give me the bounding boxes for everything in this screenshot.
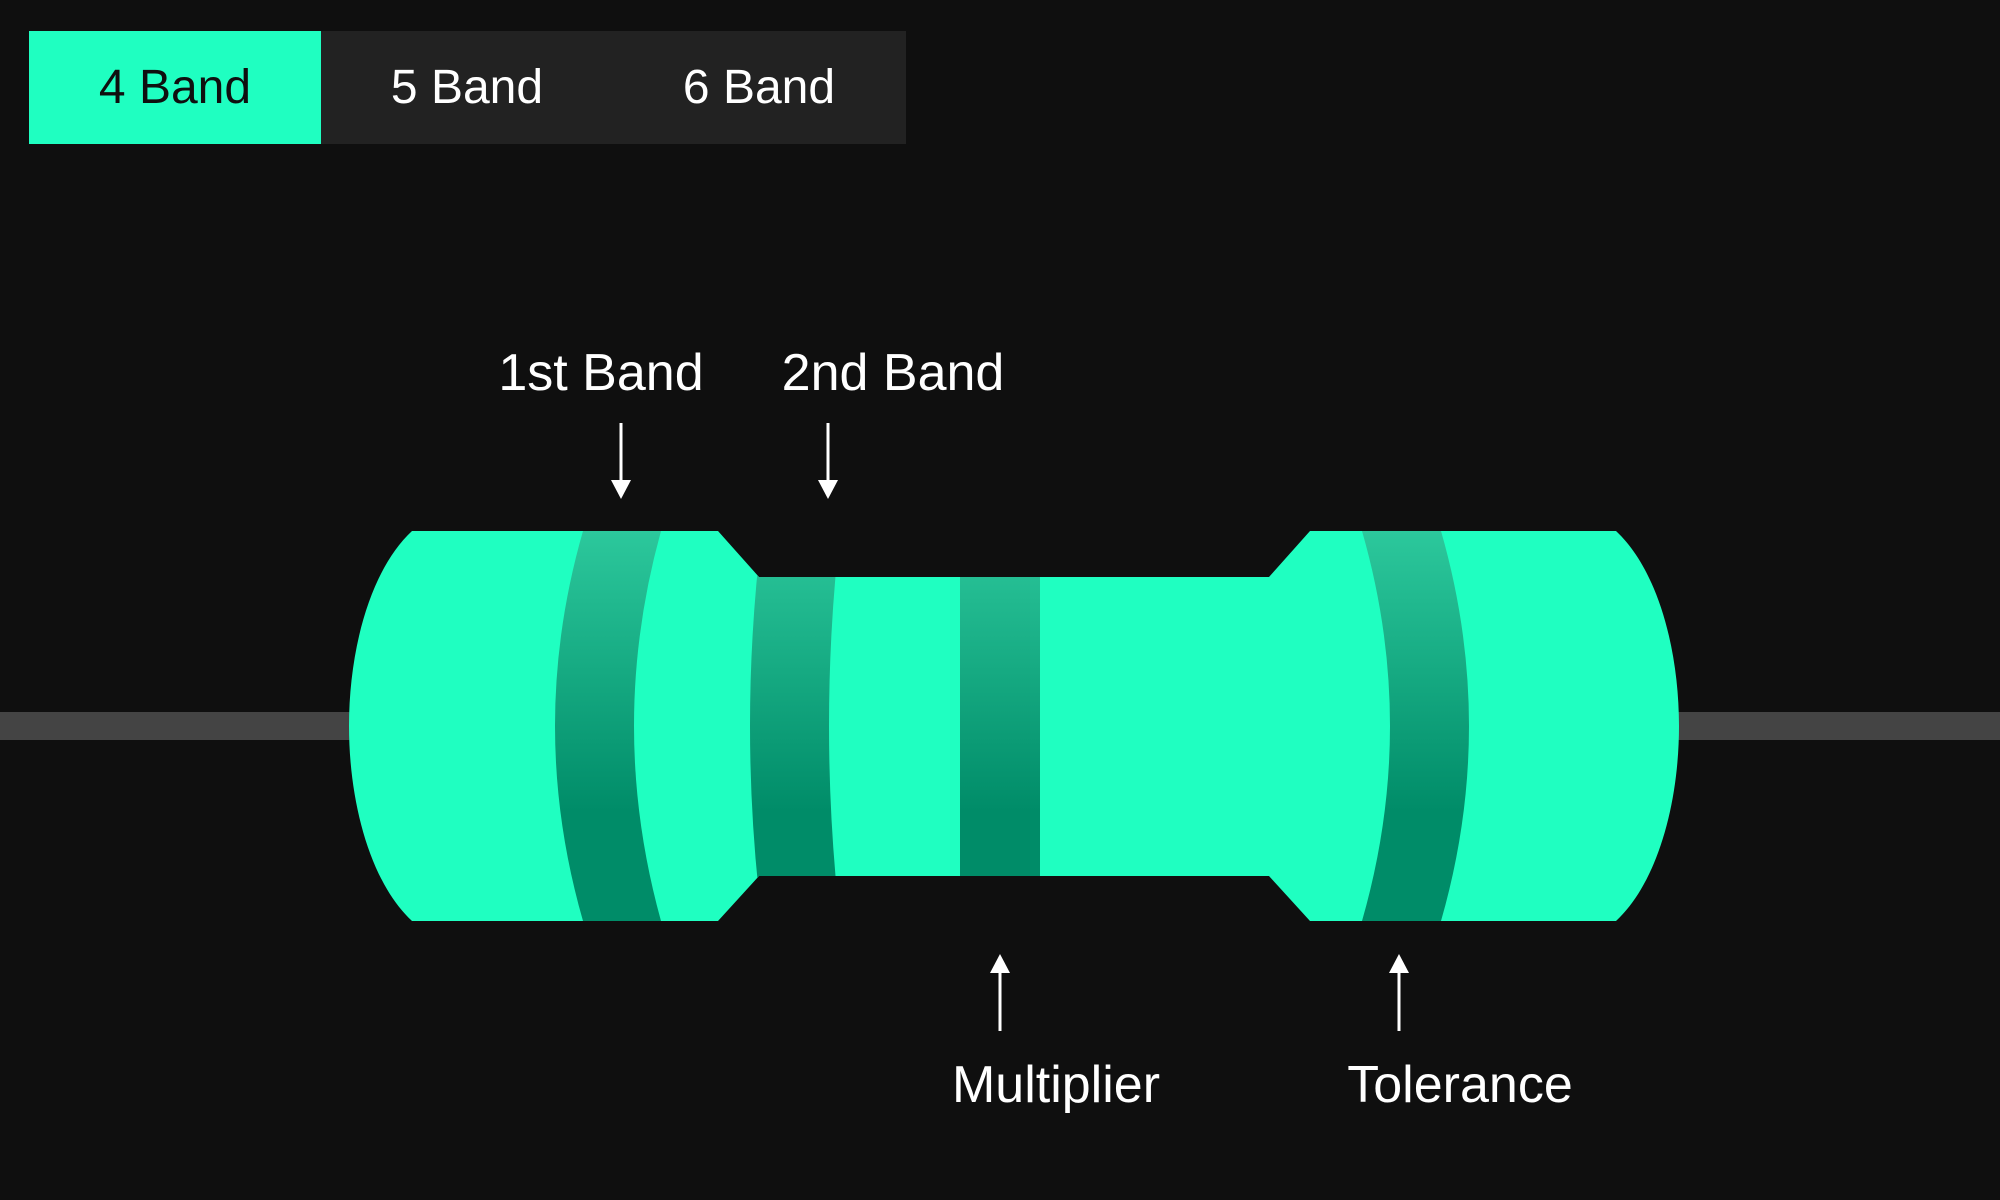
- band-1[interactable]: [555, 531, 661, 921]
- lead-wire-right: [1670, 712, 2000, 740]
- band-tolerance[interactable]: [1362, 531, 1469, 921]
- arrow-up-icon: [990, 954, 1010, 1031]
- label-multiplier: Multiplier: [952, 1056, 1160, 1114]
- tab-6-band[interactable]: 6 Band: [682, 61, 836, 114]
- arrow-down-icon: [818, 423, 838, 499]
- label-1st-band: 1st Band: [498, 344, 703, 402]
- arrow-down-icon: [611, 423, 631, 499]
- lead-wire-left: [0, 712, 360, 740]
- band-multiplier[interactable]: [960, 531, 1040, 921]
- arrow-up-icon: [1389, 954, 1409, 1031]
- label-tolerance: Tolerance: [1347, 1056, 1572, 1114]
- tab-5-band[interactable]: 5 Band: [390, 61, 544, 114]
- band-2[interactable]: [750, 531, 840, 921]
- label-2nd-band: 2nd Band: [782, 344, 1005, 402]
- band-count-tabs: 4 Band 5 Band 6 Band: [29, 31, 906, 144]
- tab-4-band[interactable]: 4 Band: [29, 31, 321, 144]
